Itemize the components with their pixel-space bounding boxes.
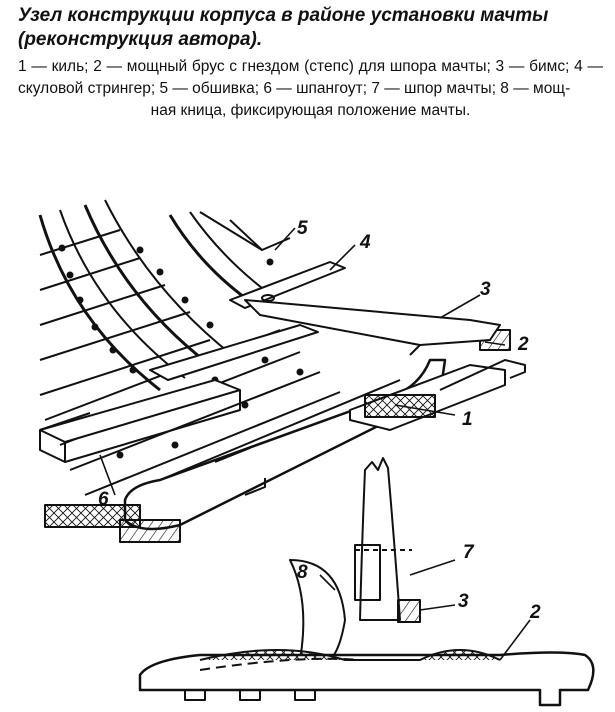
caption-title: Узел конструкции корпуса в районе устано… (18, 5, 549, 50)
legend-line-1: 1 — киль; 2 — мощный брус с гнездом (сте… (18, 58, 603, 97)
callout-section-2: 2 (529, 602, 541, 623)
section-view (138, 457, 595, 707)
hull-construction-figure: 1 2 3 4 5 6 7 8 3 2 (0, 175, 615, 707)
callout-1: 1 (462, 409, 473, 430)
callout-4: 4 (359, 232, 371, 253)
hull-drawing: 1 2 3 4 5 6 7 8 3 2 (38, 199, 595, 707)
figure-caption: Узел конструкции корпуса в районе устано… (18, 4, 603, 122)
frame-6 (39, 379, 241, 463)
callout-2: 2 (517, 334, 529, 355)
callout-7: 7 (463, 542, 475, 563)
callout-8: 8 (297, 562, 308, 583)
isometric-view (38, 199, 526, 543)
callout-6: 6 (98, 489, 109, 510)
beam-and-stringer (229, 261, 501, 356)
callout-section-3: 3 (458, 591, 469, 612)
caption-legend: 1 — киль; 2 — мощный брус с гнездом (сте… (18, 56, 603, 122)
callout-leaders (99, 227, 531, 661)
callout-5: 5 (297, 218, 308, 239)
step-beam (349, 329, 526, 431)
callout-3: 3 (480, 279, 491, 300)
legend-line-2: ная кница, фиксирующая положение мачты. (150, 102, 471, 119)
